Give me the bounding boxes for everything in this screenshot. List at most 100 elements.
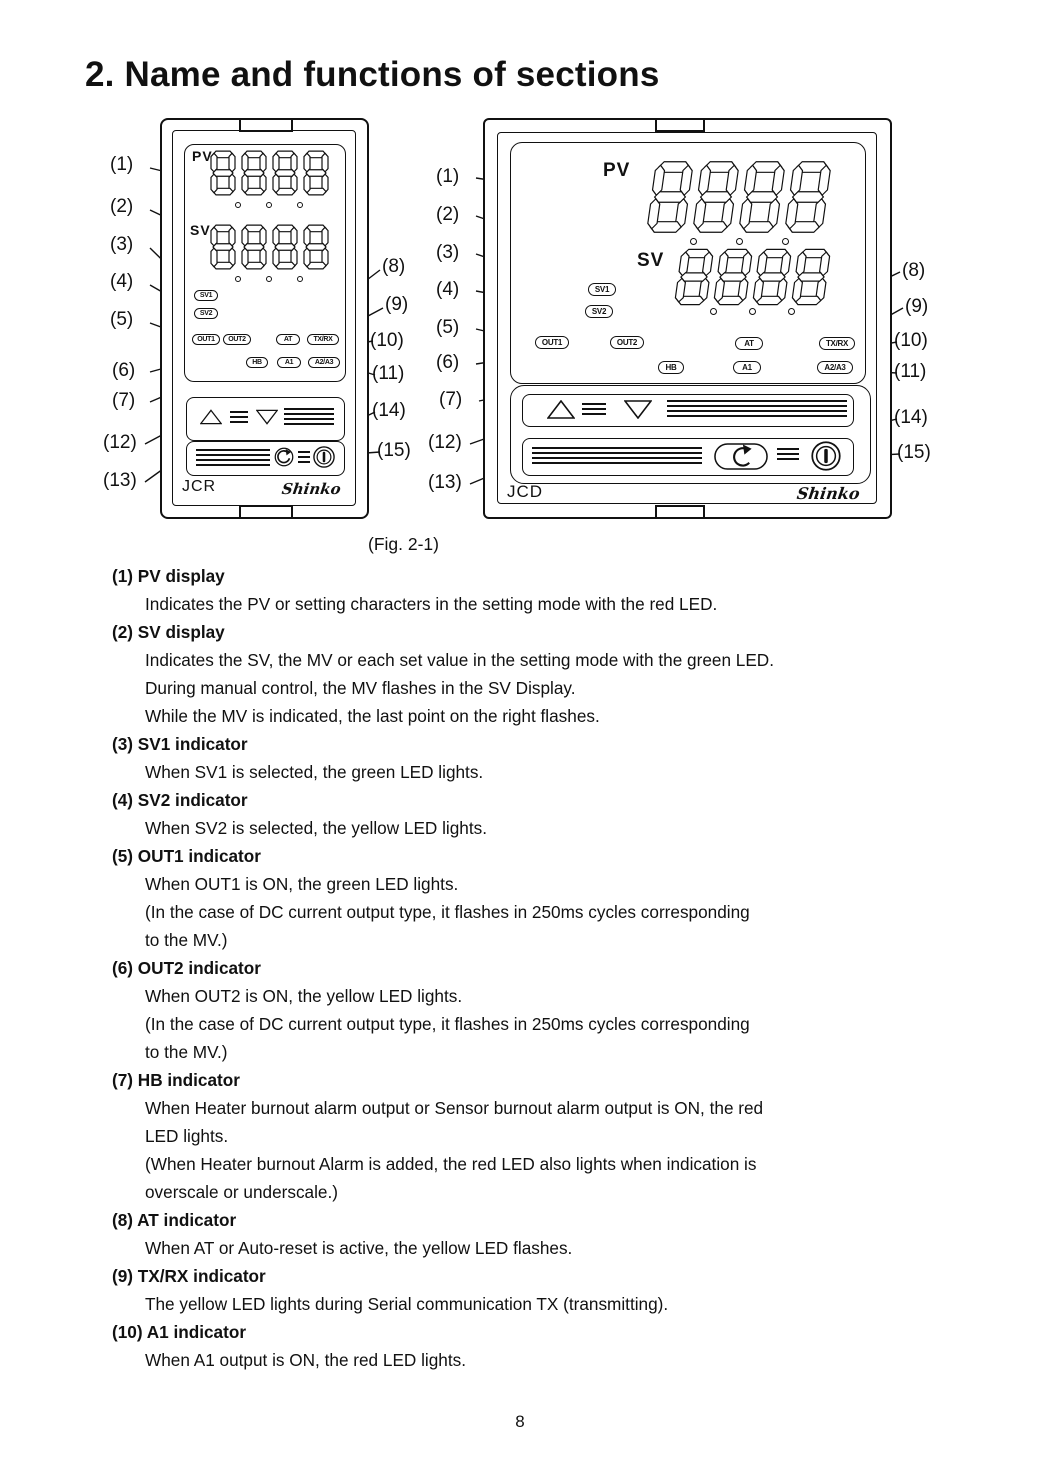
- mount-notch-bottom: [655, 505, 705, 519]
- callout-label: (9): [385, 294, 409, 315]
- callout-label: (8): [902, 260, 926, 281]
- figure-2-1: PV SV SV1 SV2 OUT1 OUT2 AT TX/RX HB A1 A…: [0, 110, 1040, 570]
- callout-label: (15): [897, 442, 931, 463]
- section-heading: (7) HB indicator: [112, 1070, 240, 1090]
- key-ridges: [667, 400, 847, 417]
- decimal-dot: [297, 276, 303, 282]
- pv-display: [210, 150, 329, 196]
- callout-label: (4): [110, 271, 134, 292]
- section-line: LED lights.: [145, 1126, 229, 1146]
- decimal-dot: [297, 202, 303, 208]
- callout-label: (13): [428, 472, 462, 493]
- callout-label: (8): [382, 256, 406, 277]
- section-line: While the MV is indicated, the last poin…: [145, 706, 600, 726]
- page-title: 2. Name and functions of sections: [85, 55, 660, 94]
- mode-key-icon: [274, 447, 294, 467]
- callout-label: (9): [905, 296, 929, 317]
- key-ridges: [196, 449, 270, 466]
- section-heading: (9) TX/RX indicator: [112, 1266, 266, 1286]
- decimal-dot: [749, 308, 756, 315]
- section-line: When Heater burnout alarm output or Sens…: [145, 1098, 764, 1118]
- section-heading: (3) SV1 indicator: [112, 734, 248, 754]
- controller-jcd: PV SV SV1 SV2 OUT1 OUT2 AT TX/RX HB A1 A…: [483, 118, 892, 519]
- out1-indicator: OUT1: [192, 334, 220, 345]
- callout-label: (11): [894, 361, 927, 382]
- callout-label: (11): [372, 363, 405, 384]
- callout-label: (12): [428, 432, 462, 453]
- section-line: When OUT2 is ON, the yellow LED lights.: [145, 986, 463, 1006]
- mount-notch-top: [655, 118, 705, 132]
- at-indicator: AT: [276, 334, 300, 345]
- mount-notch-top: [239, 118, 293, 132]
- section-heading: (1) PV display: [112, 566, 225, 586]
- a1-indicator: A1: [733, 361, 761, 374]
- shinko-logo: Shinko: [795, 484, 861, 503]
- out2-indicator: OUT2: [223, 334, 251, 345]
- key-ridges: [777, 448, 799, 460]
- section-line: Indicates the SV, the MV or each set val…: [145, 650, 774, 670]
- front-frame: [172, 130, 356, 506]
- out-key-icon: [313, 446, 335, 468]
- section-line: (In the case of DC current output type, …: [145, 902, 750, 922]
- page-number: 8: [515, 1412, 525, 1431]
- section-heading: (2) SV display: [112, 622, 225, 642]
- key-ridges: [230, 411, 248, 423]
- out-key-icon: [811, 441, 841, 471]
- key-ridges: [298, 451, 310, 463]
- sv-display: [210, 224, 329, 270]
- sv1-indicator: SV1: [194, 290, 218, 301]
- callout-label: (10): [370, 330, 404, 351]
- decimal-dot: [235, 202, 241, 208]
- pv-display: [650, 160, 828, 234]
- callout-label: (5): [436, 317, 460, 338]
- figure-caption: (Fig. 2-1): [368, 534, 439, 554]
- decimal-dot: [710, 308, 717, 315]
- out2-indicator: OUT2: [610, 336, 644, 349]
- callout-label: (2): [110, 196, 134, 217]
- sv-label: SV: [637, 250, 665, 271]
- decimal-dot: [788, 308, 795, 315]
- section-line: (In the case of DC current output type, …: [145, 1014, 750, 1034]
- hb-indicator: HB: [658, 361, 684, 374]
- decimal-dot: [690, 238, 697, 245]
- sv2-indicator: SV2: [194, 308, 218, 319]
- callout-label: (7): [112, 390, 136, 411]
- decimal-dot: [736, 238, 743, 245]
- pv-label: PV: [192, 148, 213, 164]
- callout-label: (3): [436, 242, 460, 263]
- up-key-icon: [200, 409, 222, 425]
- callout-label: (2): [436, 204, 460, 225]
- callout-label: (12): [103, 432, 137, 453]
- txrx-indicator: TX/RX: [307, 334, 339, 345]
- callout-label: (7): [439, 389, 463, 410]
- section-line: When AT or Auto-reset is active, the yel…: [145, 1238, 573, 1258]
- mount-notch-bottom: [239, 505, 293, 519]
- shinko-logo: Shinko: [280, 480, 343, 498]
- decimal-dot: [235, 276, 241, 282]
- decimal-dot: [782, 238, 789, 245]
- section-line: to the MV.): [145, 930, 228, 950]
- model-name: JCD: [507, 482, 544, 501]
- pv-label: PV: [603, 160, 631, 181]
- decimal-dot: [266, 276, 272, 282]
- down-key-icon: [256, 409, 278, 425]
- sv1-indicator: SV1: [588, 283, 616, 296]
- callout-label: (14): [894, 407, 928, 428]
- decimal-dot: [266, 202, 272, 208]
- sv-label: SV: [190, 222, 211, 238]
- up-key-icon: [547, 400, 575, 419]
- callout-label: (15): [377, 440, 411, 461]
- callout-label: (13): [103, 470, 137, 491]
- callout-label: (1): [436, 166, 460, 187]
- model-name: JCR: [182, 478, 217, 495]
- section-line: Indicates the PV or setting characters i…: [145, 594, 718, 614]
- sv-display: [677, 248, 828, 306]
- at-indicator: AT: [735, 337, 763, 350]
- txrx-indicator: TX/RX: [819, 337, 855, 350]
- section-line: During manual control, the MV flashes in…: [145, 678, 576, 698]
- key-ridges: [532, 447, 702, 464]
- callout-label: (3): [110, 234, 134, 255]
- section-line: to the MV.): [145, 1042, 228, 1062]
- section-heading: (10) A1 indicator: [112, 1322, 247, 1342]
